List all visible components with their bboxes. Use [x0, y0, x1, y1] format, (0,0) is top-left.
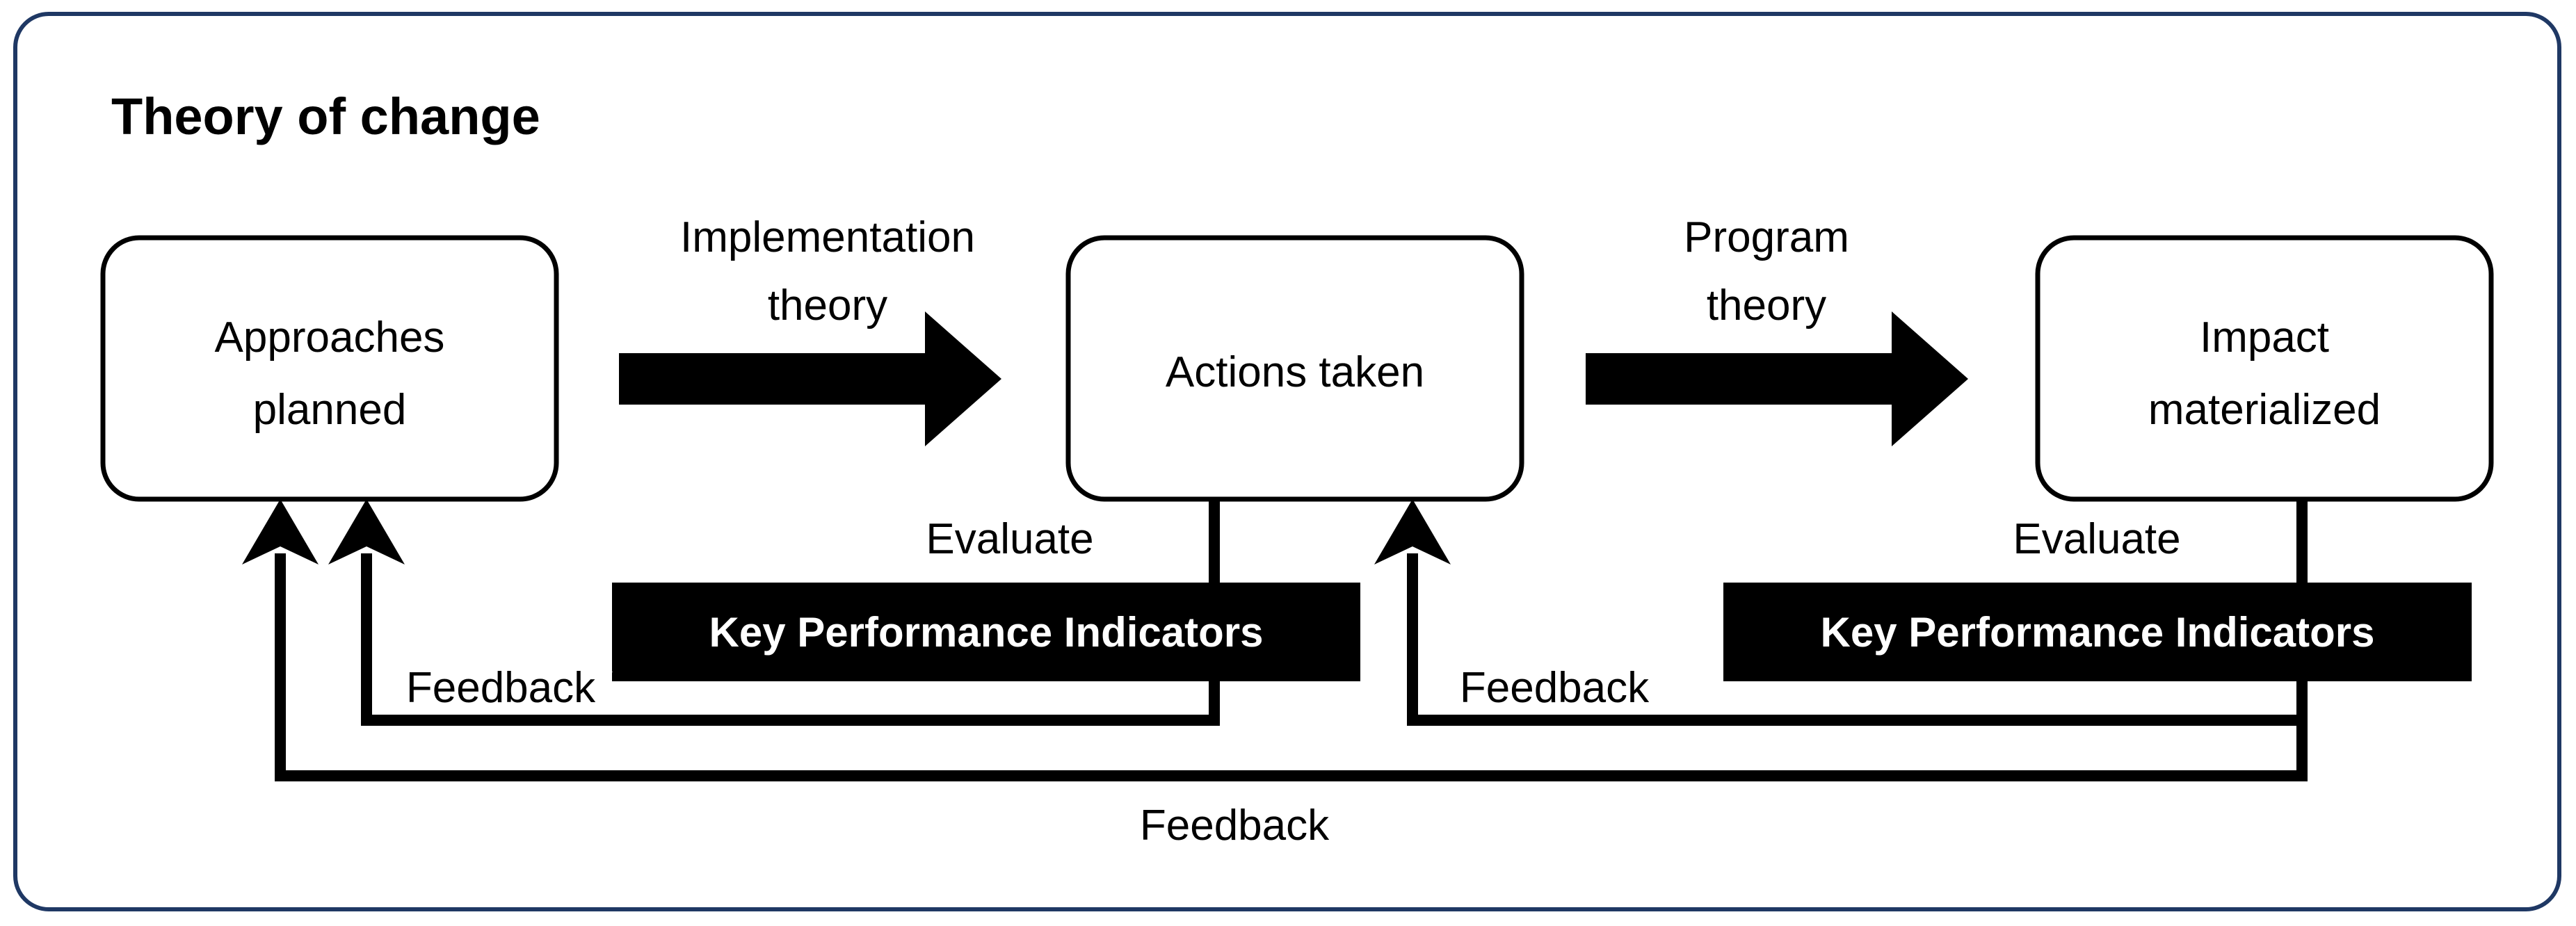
node-box-impact[interactable]	[2035, 235, 2494, 502]
page-title: Theory of change	[111, 88, 540, 145]
node-label-impact-line1: Impact	[2200, 314, 2329, 362]
kpi-bar-left-label: Key Performance Indicators	[709, 609, 1264, 656]
feedback-path-inner-left	[361, 553, 1220, 726]
evaluate-label-right: Evaluate	[2013, 515, 2180, 563]
kpi-bar-right-label: Key Performance Indicators	[1821, 609, 2375, 656]
node-label-approaches-line2: planned	[253, 386, 407, 434]
arrow-label-implementation-line1: Implementation	[680, 213, 975, 261]
block-arrow-program	[1586, 311, 1968, 446]
feedback-label-inner-left: Feedback	[406, 664, 596, 712]
arrow-label-implementation-line2: theory	[768, 282, 887, 330]
node-label-impact-line2: materialized	[2148, 386, 2381, 434]
kpi-bar-right[interactable]	[1723, 583, 2472, 681]
feedback-arrowhead-inner-left	[328, 499, 405, 564]
feedback-arrowhead-inner-right	[1374, 499, 1451, 564]
node-label-approaches-line1: Approaches	[215, 314, 445, 362]
feedback-path-inner-right	[1407, 553, 2308, 726]
arrow-label-program-line1: Program	[1684, 213, 1849, 261]
kpi-bar-left[interactable]	[612, 583, 1360, 681]
feedback-label-bottom: Feedback	[1140, 802, 1330, 850]
block-arrow-implementation	[619, 311, 1001, 446]
feedback-path-bottom	[275, 553, 2308, 781]
evaluate-label-left: Evaluate	[926, 515, 1093, 563]
node-box-actions[interactable]	[1065, 235, 1524, 502]
arrow-label-program-line2: theory	[1707, 282, 1826, 330]
feedback-label-inner-right: Feedback	[1460, 664, 1650, 712]
node-box-approaches[interactable]	[100, 235, 559, 502]
node-label-actions-line1: Actions taken	[1166, 348, 1424, 396]
feedback-arrowhead-bottom	[242, 499, 319, 564]
